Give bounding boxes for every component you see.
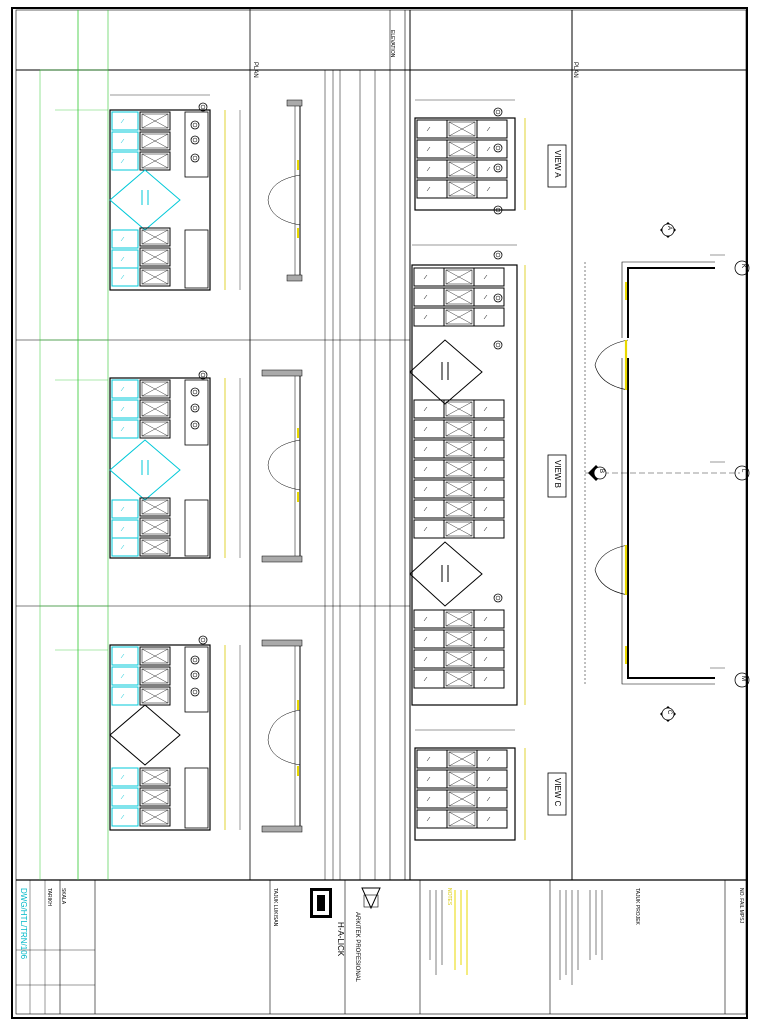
drawing-title-label: TAJUK LUKISAN xyxy=(272,888,278,927)
grid-mark-l: L xyxy=(740,469,746,473)
project-label: TAJUK PROJEK xyxy=(634,888,640,925)
notes-heading: NOTES xyxy=(446,888,452,906)
plan-label-right: PLAN xyxy=(572,62,578,78)
scale-label: SKALA xyxy=(60,888,66,905)
elevation-1 xyxy=(109,94,303,291)
elevation-3 xyxy=(109,635,303,833)
view-b-label: VIEW B xyxy=(553,460,562,489)
view-c-label: VIEW C xyxy=(553,778,562,807)
floor-plan xyxy=(584,222,750,722)
section-mark-b: B xyxy=(598,469,604,474)
firm-logo: H-A-LICK xyxy=(336,922,345,957)
file-number-label: NO. FAIL MPSJ xyxy=(738,888,744,924)
view-a-elevation xyxy=(414,99,567,215)
elevation-label: ELEVATION xyxy=(389,30,395,58)
elevation-2 xyxy=(109,369,303,563)
firm-title: ARKITEK PROFESIONAL xyxy=(354,912,360,983)
grid-mark-k: K xyxy=(740,264,746,269)
view-c-elevation xyxy=(414,729,567,841)
section-mark-c: C xyxy=(666,710,672,715)
plan-label-left: PLAN xyxy=(252,62,258,78)
section-mark-a: A xyxy=(666,226,672,231)
grid-mark-m: M xyxy=(740,676,746,681)
date-label: TARIKH xyxy=(46,888,52,906)
view-b-elevation xyxy=(409,244,567,706)
view-a-label: VIEW A xyxy=(553,150,562,178)
drawing-number: DWG/HTL/TRN/106 xyxy=(19,888,28,960)
